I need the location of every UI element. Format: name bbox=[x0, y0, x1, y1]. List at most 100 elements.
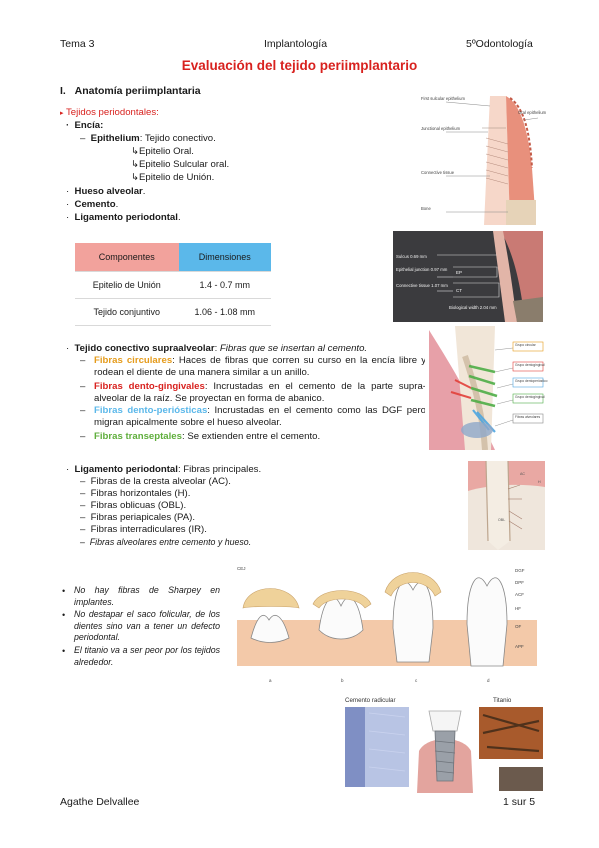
supra-item-text: : Haces de fibras que corren su curso en… bbox=[94, 355, 426, 378]
table-row: Tejido conjuntivo 1.06 - 1.08 mm bbox=[75, 298, 271, 326]
note-item: No destapar el saco folicular, de los di… bbox=[74, 609, 220, 642]
fig3-label: Grupo circular bbox=[515, 343, 537, 347]
lig-heading-text: Ligamento periodontal bbox=[74, 464, 178, 475]
gingiva-anatomy-illustration: First sulcular epithelium Oral epitheliu… bbox=[420, 88, 548, 225]
supraalveolar-fibers-illustration: Grupo circular Grupo dentogingival Grupo… bbox=[425, 326, 549, 450]
lig-item-text: Fibras periapicales (PA). bbox=[90, 512, 195, 523]
perio-ligamento: · Ligamento periodontal. bbox=[66, 212, 181, 223]
gingiva-anatomy-figure: First sulcular epithelium Oral epitheliu… bbox=[420, 88, 548, 225]
epithelium-label: Epithelium bbox=[90, 133, 140, 144]
cement-titanium-illustration: Cemento radicular Titanio bbox=[343, 691, 545, 793]
lig-item: – Fibras horizontales (H). bbox=[80, 488, 191, 499]
fig1-label: First sulcular epithelium bbox=[421, 96, 465, 101]
fig6-label: Titanio bbox=[493, 697, 512, 704]
section-number: I. bbox=[60, 85, 66, 97]
fig5-label: OF bbox=[515, 624, 522, 629]
dash-icon: – bbox=[80, 355, 86, 366]
table-row: Epitelio de Unión 1.4 - 0.7 mm bbox=[75, 271, 271, 299]
footer-page-number: 1 sur 5 bbox=[503, 796, 536, 808]
fig1-label: Junctional epithelium bbox=[421, 126, 461, 131]
table-header: Dimensiones bbox=[178, 243, 271, 272]
footer-author: Agathe Delvallee bbox=[60, 796, 140, 808]
cemento-label: Cemento bbox=[74, 199, 116, 210]
fig3-label: Fibras alveolares bbox=[515, 415, 540, 419]
dash-icon: – bbox=[80, 431, 86, 442]
perio-heading-text: Tejidos periodontales bbox=[66, 107, 157, 118]
fig2-label: EP bbox=[456, 270, 462, 275]
supra-item-text: : Incrustadas en el cemento de la parte … bbox=[94, 381, 426, 404]
section-heading: I. Anatomía periimplantaria bbox=[60, 85, 201, 97]
fig2-label: Connective tissue 1.07 mm bbox=[396, 283, 448, 288]
supra-item-text: : Se extienden entre el cemento. bbox=[181, 431, 321, 442]
perio-heading: ▸ Tejidos periodontales: bbox=[60, 107, 159, 118]
page-title: Evaluación del tejido periimplantario bbox=[181, 58, 418, 73]
hueso-label: Hueso alveolar bbox=[74, 186, 143, 197]
header-course: 5ºOdontología bbox=[466, 38, 533, 50]
fig2-label: Sulcus 0.69 mm bbox=[396, 254, 427, 259]
fig5-label: APF bbox=[515, 644, 524, 649]
header-subject: Implantología bbox=[264, 38, 328, 50]
fig5-panel-label: b bbox=[341, 678, 344, 683]
lig-item: – Fibras oblicuas (OBL). bbox=[80, 500, 187, 511]
fig3-label: Grupo dentogingival bbox=[515, 395, 545, 399]
epi-item: ↳Epitelio Sulcular oral. bbox=[131, 159, 230, 170]
bullet-icon: • bbox=[62, 646, 66, 656]
dash-icon: – bbox=[80, 405, 86, 416]
biological-width-illustration: Sulcus 0.69 mm Epithelial junction 0.97 … bbox=[393, 231, 543, 322]
fig2-label: Biological width 2.04 mm bbox=[449, 305, 497, 310]
supra-item-label: Fibras circulares bbox=[94, 355, 173, 366]
perio-epithelium: – Epithelium: Tejido conectivo. bbox=[80, 133, 216, 144]
supra-heading: · Tejido conectivo supraalveolar: Fibras… bbox=[66, 343, 368, 354]
lig-item-text: Fibras de la cresta alveolar (AC). bbox=[90, 476, 231, 487]
fig4-label: OBL bbox=[498, 518, 505, 522]
supraalveolar-fibers-figure: Grupo circular Grupo dentogingival Grupo… bbox=[425, 326, 549, 450]
bullet-icon: • bbox=[62, 610, 66, 620]
fig4-label: H bbox=[538, 480, 541, 484]
lig-item: – Fibras periapicales (PA). bbox=[80, 512, 195, 523]
lig-note: – Fibras alveolares entre cemento y hues… bbox=[80, 537, 252, 547]
lig-note-text: Fibras alveolares entre cemento y hueso. bbox=[89, 537, 252, 547]
lig-item-text: Fibras interradiculares (IR). bbox=[90, 524, 207, 535]
fig5-panel-label: a bbox=[269, 678, 272, 683]
table-cell: Tejido conjuntivo bbox=[75, 298, 179, 326]
lig-item: – Fibras interradiculares (IR). bbox=[80, 524, 207, 535]
tooth-development-illustration: CEJ DGF DPF ACF HF OF APF a b c d bbox=[233, 558, 547, 688]
lig-item-text: Fibras oblicuas (OBL). bbox=[90, 500, 187, 511]
fig5-label: CEJ bbox=[237, 566, 246, 571]
lig-item: – Fibras de la cresta alveolar (AC). bbox=[80, 476, 231, 487]
table-cell: 1.06 - 1.08 mm bbox=[178, 298, 271, 326]
supra-item-label: Fibras dento-periósticas bbox=[94, 405, 208, 416]
periodontal-ligament-illustration: AC H OBL bbox=[468, 461, 545, 550]
supra-item-transeptal: Fibras transeptales: Se extienden entre … bbox=[94, 431, 320, 443]
table-header: Componentes bbox=[75, 243, 179, 272]
fig5-label: DPF bbox=[515, 580, 524, 585]
bullet-icon: • bbox=[62, 586, 66, 596]
encia-label: Encía: bbox=[74, 120, 104, 131]
epi-item: ↳Epitelio de Unión. bbox=[131, 172, 215, 183]
periodontal-ligament-figure: AC H OBL bbox=[468, 461, 545, 550]
fig5-panel-label: c bbox=[415, 678, 418, 683]
fig2-label: Epithelial junction 0.97 mm bbox=[396, 267, 448, 272]
dash-icon: – bbox=[80, 381, 86, 392]
lig-heading: · Ligamento periodontal: Fibras principa… bbox=[66, 464, 262, 475]
supra-item-text: : Incrustadas en el cemento como las DGF… bbox=[94, 405, 426, 428]
biological-width-figure: Sulcus 0.69 mm Epithelial junction 0.97 … bbox=[393, 231, 543, 322]
fig5-label: ACF bbox=[515, 592, 524, 597]
triangle-bullet-icon: ▸ bbox=[60, 110, 64, 117]
perio-encia: · Encía: bbox=[66, 120, 104, 131]
supra-heading-text: Tejido conectivo supraalveolar bbox=[74, 343, 215, 354]
table-cell: Epitelio de Unión bbox=[75, 271, 179, 299]
fig5-label: DGF bbox=[515, 568, 525, 573]
supra-item-circular: Fibras circulares: Haces de fibras que c… bbox=[94, 355, 426, 379]
perio-cemento: · Cemento. bbox=[66, 199, 119, 210]
supra-item-label: Fibras dento-gingivales bbox=[94, 381, 205, 392]
fig1-label: Bone bbox=[421, 206, 431, 211]
section-title: Anatomía periimplantaria bbox=[74, 85, 201, 97]
lig-heading-rest: : Fibras principales. bbox=[177, 464, 262, 475]
dimensions-table: Componentes Dimensiones Epitelio de Unió… bbox=[75, 243, 271, 326]
epithelium-rest: : Tejido conectivo. bbox=[139, 133, 216, 144]
fig6-label: Cemento radicular bbox=[345, 697, 396, 704]
lig-item-text: Fibras horizontales (H). bbox=[90, 488, 191, 499]
fig5-label: HF bbox=[515, 606, 521, 611]
fig3-label: Grupo dentogingival bbox=[515, 363, 545, 367]
